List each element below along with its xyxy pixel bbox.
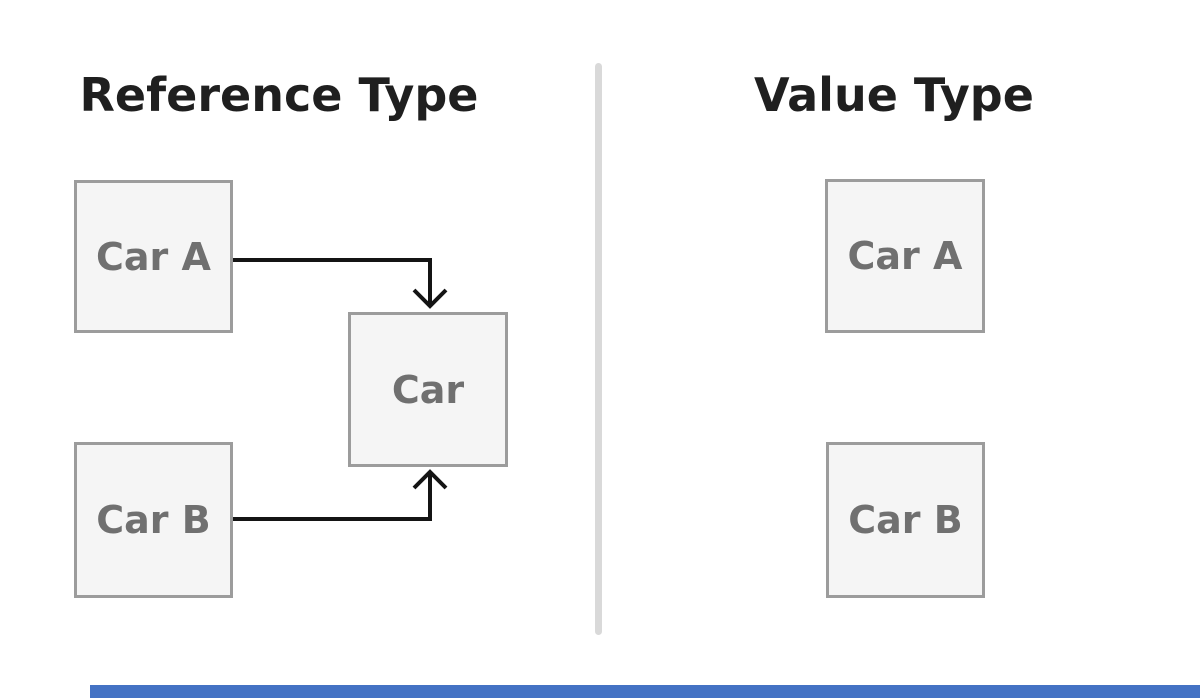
reference-shared-car-box: Car bbox=[348, 312, 508, 467]
value-car-a-box: Car A bbox=[825, 179, 985, 333]
chevron-up-icon bbox=[412, 469, 448, 490]
value-car-b-label: Car B bbox=[848, 498, 963, 542]
value-type-title: Value Type bbox=[754, 68, 1034, 122]
arrow-car-b-to-car bbox=[233, 469, 448, 521]
reference-car-a-box: Car A bbox=[74, 180, 233, 333]
reference-shared-car-label: Car bbox=[391, 367, 465, 412]
reference-car-a-label: Car A bbox=[96, 234, 211, 279]
reference-car-b-box: Car B bbox=[74, 442, 233, 598]
value-car-a-label: Car A bbox=[847, 234, 963, 278]
bottom-accent-bar bbox=[90, 685, 1200, 698]
reference-car-b-label: Car B bbox=[96, 498, 211, 542]
value-car-b-box: Car B bbox=[826, 442, 985, 598]
chevron-down-icon bbox=[412, 288, 448, 309]
panel-divider bbox=[595, 63, 602, 635]
arrow-car-a-to-car bbox=[233, 258, 448, 309]
reference-type-title: Reference Type bbox=[79, 68, 479, 122]
